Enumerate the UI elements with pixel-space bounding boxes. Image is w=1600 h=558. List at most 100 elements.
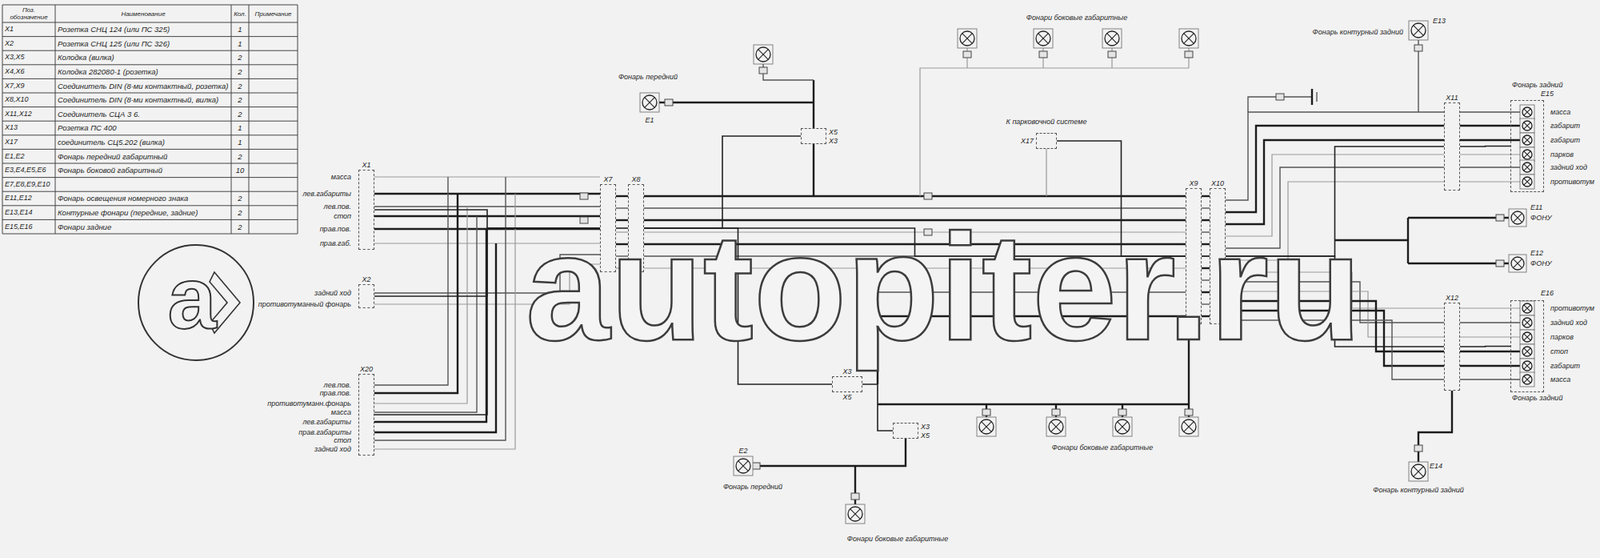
connector-pair: X3X5 — [892, 422, 919, 439]
lamp-circle — [1522, 149, 1532, 160]
lamp-circle — [979, 419, 994, 434]
lamp-frame — [1520, 315, 1535, 330]
lamp-caption: Фонарь передний — [722, 482, 784, 491]
table-cell: Фонари задние — [56, 220, 231, 233]
harness-connector — [862, 384, 893, 431]
table-cell: E3,E4,E5,E6 — [3, 164, 55, 177]
lamp-circle — [1522, 346, 1532, 356]
lamp-circle — [960, 31, 975, 46]
plug-symbol — [752, 462, 760, 469]
lamp-cross — [738, 460, 749, 472]
connector-block: X12 — [1444, 302, 1460, 391]
lamp-circle — [1048, 419, 1064, 434]
wire — [374, 206, 468, 404]
lamp-cross — [1524, 304, 1531, 312]
node-label: X5 — [841, 392, 852, 401]
plug-symbol — [924, 228, 932, 236]
harness-connector — [1460, 345, 1511, 348]
plug-symbol — [1108, 51, 1116, 58]
lamp-circle — [1411, 23, 1426, 38]
lamp-circle — [1522, 374, 1532, 384]
table-cell: E15,E16 — [3, 220, 55, 233]
wire — [1460, 307, 1522, 308]
wire — [1201, 267, 1210, 269]
wire — [374, 176, 600, 177]
wire — [1311, 88, 1313, 105]
lamp-function-label: противотум — [1549, 304, 1596, 312]
plug-symbol — [1414, 444, 1423, 452]
harness-connector — [616, 227, 628, 229]
table-rule — [297, 4, 299, 234]
plug-group — [580, 44, 1504, 500]
table-header-cell: Кол. — [232, 5, 248, 22]
lamp-cross — [1413, 466, 1424, 477]
lamp-frame — [1520, 372, 1535, 387]
lamp-cross — [1524, 362, 1531, 369]
callout-label: E2 — [737, 446, 748, 455]
lamp-function-label: парков — [1549, 150, 1575, 159]
pin-label: прав.габ. — [319, 239, 352, 248]
pin-label: лев.пов. — [323, 202, 352, 211]
lamp-symbol — [1179, 28, 1199, 48]
lamp-symbol — [1102, 28, 1122, 48]
lamp-circle — [1104, 31, 1120, 46]
table-cell: Колодка 282080-1 (розетка) — [56, 65, 231, 79]
lamp-circle — [1522, 176, 1532, 187]
connector-block: X11 — [1444, 102, 1460, 191]
wire — [1460, 111, 1522, 112]
table-rule — [2, 50, 298, 52]
logo-letter: a — [167, 253, 216, 342]
wire — [1418, 390, 1452, 464]
lamp-group — [640, 20, 1535, 524]
plug-symbol — [924, 192, 932, 200]
pin-label: задний ход — [313, 288, 352, 297]
table-rule — [2, 233, 298, 235]
lamp-circle — [1522, 332, 1532, 342]
wire — [374, 216, 477, 412]
lamp-circle — [1522, 162, 1532, 172]
wire — [1460, 350, 1522, 352]
lamp-symbol — [733, 456, 753, 476]
wire — [644, 207, 1186, 208]
lamp-circle — [1522, 120, 1532, 131]
lamp-caption: Фонарь контурный задний — [1372, 485, 1464, 494]
lamp-symbol — [1520, 372, 1535, 387]
lamp-frame — [976, 416, 996, 436]
lamp-function-label: масса — [1549, 375, 1572, 384]
watermark: autopiter.ru — [525, 210, 1362, 363]
table-cell: 2 — [232, 65, 248, 79]
table-cell: X1 — [3, 23, 55, 36]
pin-label: лев.пов. — [323, 380, 352, 389]
wire — [644, 267, 1186, 268]
lamp-circle — [1511, 211, 1524, 224]
plug-symbol — [1184, 51, 1193, 58]
wire — [1334, 239, 1408, 241]
lamp-frame — [640, 92, 660, 112]
lamp-frame — [1520, 160, 1535, 175]
lamp-frame — [1508, 208, 1527, 227]
table-cell: E13,E14 — [3, 206, 55, 220]
lamp-frame — [1102, 28, 1122, 48]
pin-label: масса — [330, 172, 352, 181]
lamp-caption: ФОНУ — [1529, 213, 1552, 222]
lamp-circle — [1522, 107, 1532, 117]
lamp-frame — [1408, 461, 1428, 481]
lamp-frame — [957, 28, 977, 48]
lamp-cross — [1184, 33, 1195, 44]
wire — [854, 465, 856, 507]
lamp-cross — [644, 97, 656, 108]
lamp-frame — [1520, 344, 1535, 359]
wire — [1045, 148, 1047, 196]
lamp-frame — [1520, 147, 1535, 162]
wire — [1201, 195, 1210, 197]
wire — [1460, 153, 1522, 155]
plug-symbol — [664, 99, 673, 106]
wire — [1201, 243, 1210, 245]
lamp-cross — [758, 49, 769, 60]
table-cell: Соединитель DIN (8-ми контактный, розетк… — [56, 79, 231, 92]
pin-label: стоп — [332, 436, 352, 444]
table-cell: E1,E2 — [3, 149, 55, 163]
lamp-cross — [1184, 421, 1195, 432]
wire — [877, 291, 1186, 292]
lamp-circle — [1522, 135, 1532, 145]
